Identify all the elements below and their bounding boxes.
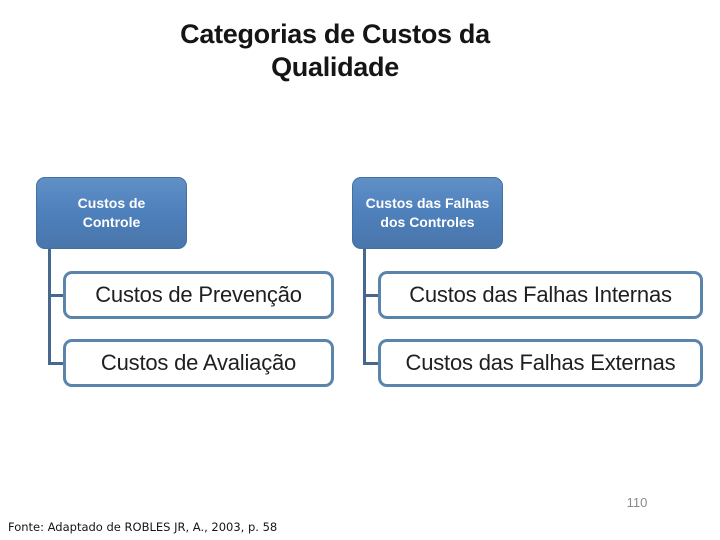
child-node-label: Custos de Prevenção [95,282,302,307]
parent-node-label: Custos das Falhas dos Controles [366,194,490,232]
child-node-label: Custos das Falhas Internas [409,282,672,307]
connector-vertical-left [48,249,51,365]
connector-elbow-right-row2 [363,362,378,365]
child-node-custos-das-falhas-internas: Custos das Falhas Internas [378,271,703,319]
parent-node-custos-das-falhas: Custos das Falhas dos Controles [352,177,503,249]
child-node-custos-de-prevencao: Custos de Prevenção [63,271,334,319]
connector-elbow-left-row2 [48,362,63,365]
child-node-custos-das-falhas-externas: Custos das Falhas Externas [378,339,703,387]
connector-vertical-right [363,249,366,365]
page-number: 110 [626,495,648,510]
parent-label-line-1: Custos de [77,195,146,211]
connector-elbow-right-row1 [363,294,378,297]
child-node-custos-de-avaliacao: Custos de Avaliação [63,339,334,387]
child-node-label: Custos das Falhas Externas [405,350,676,375]
parent-label-line-1: Custos das Falhas [365,195,490,211]
parent-label-line-2: Controle [82,214,141,230]
parent-node-custos-de-controle: Custos de Controle [36,177,187,249]
slide-title: Categorias de Custos da Qualidade [95,18,575,84]
child-node-label: Custos de Avaliação [100,350,297,375]
parent-node-label: Custos de Controle [78,194,146,232]
slide-title-line-1: Categorias de Custos da [180,19,490,49]
parent-label-line-2: dos Controles [380,214,475,230]
slide-title-line-2: Qualidade [271,52,399,82]
connector-elbow-left-row1 [48,294,63,297]
footer-source-citation: Fonte: Adaptado de ROBLES JR, A., 2003, … [8,520,278,534]
